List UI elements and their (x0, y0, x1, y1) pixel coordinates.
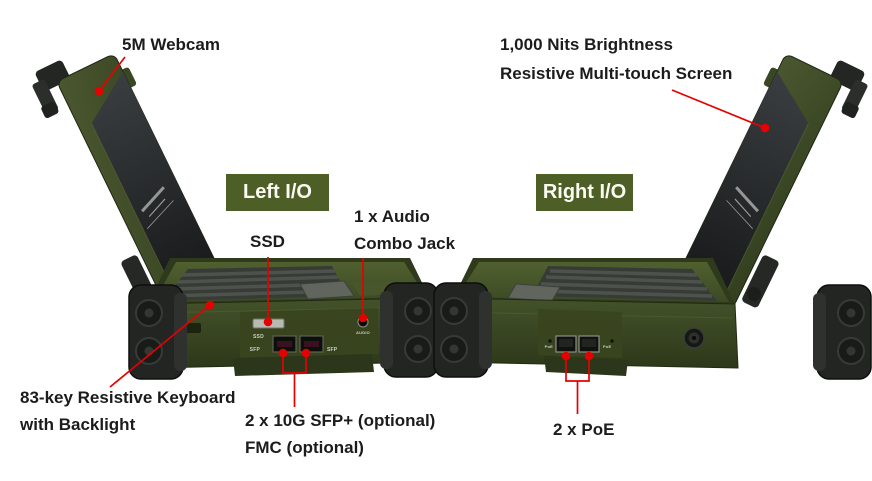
corner-bumper (433, 282, 493, 378)
brightness-label-line2: Resistive Multi-touch Screen (500, 64, 733, 83)
touchpad (507, 283, 561, 302)
audio-label-line2: Combo Jack (354, 234, 456, 253)
callout-lines (98, 56, 766, 414)
callout-dots (94, 86, 770, 361)
lock-slot (186, 323, 201, 333)
laptop-right-lid (677, 55, 868, 308)
poe-port-left-label: PoE (545, 344, 554, 349)
poe-callout-dot (561, 351, 571, 361)
corner-bumper (812, 284, 872, 380)
keyboard-label-line2: with Backlight (20, 415, 136, 434)
sfp-port-left-cage (277, 341, 292, 347)
lid-bottom-latch-knob (747, 286, 762, 301)
sfp-port-right-label: SFP (327, 347, 338, 353)
sfp-port-right-cage (304, 341, 319, 347)
sfp-label-line1: 2 x 10G SFP+ (optional) (245, 411, 436, 430)
lid-edge-highlight (723, 123, 809, 297)
sfp-label-line2: FMC (optional) (245, 438, 364, 457)
corner-bumper (379, 282, 439, 378)
sfp-port-left-label: SFP (250, 347, 261, 353)
lid-logo (726, 186, 760, 229)
ssd-label: SSD (250, 232, 285, 251)
sfp-callout-dot (301, 348, 311, 358)
keyboard-label-line1: 83-key Resistive Keyboard (20, 388, 236, 407)
lid-back-panel (681, 71, 809, 297)
ssd-slot-label: SSD (253, 334, 264, 340)
keyboard-callout-line (109, 304, 211, 388)
lid-top-latch (41, 101, 59, 119)
audio-jack-label: AUDIO (356, 330, 370, 335)
power-button-dot (692, 336, 696, 340)
keyboard-key-rows (535, 269, 713, 298)
screen-callout-line (671, 89, 766, 129)
poe-label: 2 x PoE (553, 420, 615, 439)
poe-callout-dot (584, 351, 594, 361)
laptop-right-illustration: PoE PoE (433, 55, 872, 380)
touchpad (299, 280, 355, 300)
screen-callout-dot (760, 123, 770, 133)
lid-back-panel (91, 71, 219, 297)
audio-callout-dot (358, 313, 368, 323)
webcam-label: 5M Webcam (122, 35, 220, 54)
lid-top-latch (841, 101, 859, 119)
brightness-label-line1: 1,000 Nits Brightness (500, 35, 673, 54)
webcam-callout-dot (94, 86, 104, 96)
keyboard-callout-dot (205, 300, 215, 310)
poe-port-right-inner (582, 339, 596, 347)
screw (610, 339, 614, 343)
poe-port-right-label: PoE (603, 344, 612, 349)
ssd-callout-dot (263, 317, 273, 327)
audio-label-line1: 1 x Audio (354, 207, 430, 226)
webcam-callout-line (98, 56, 126, 92)
screw (548, 339, 552, 343)
right-io-badge: Right I/O (536, 174, 633, 211)
poe-port-left-inner (559, 339, 573, 347)
lid-logo (140, 186, 174, 229)
laptop-right-base: PoE PoE (433, 258, 872, 380)
left-io-badge: Left I/O (226, 174, 329, 211)
lid-edge-highlight (91, 123, 177, 297)
bottom-lip (233, 354, 374, 376)
bottom-lip (544, 356, 628, 376)
sfp-callout-dot (278, 348, 288, 358)
